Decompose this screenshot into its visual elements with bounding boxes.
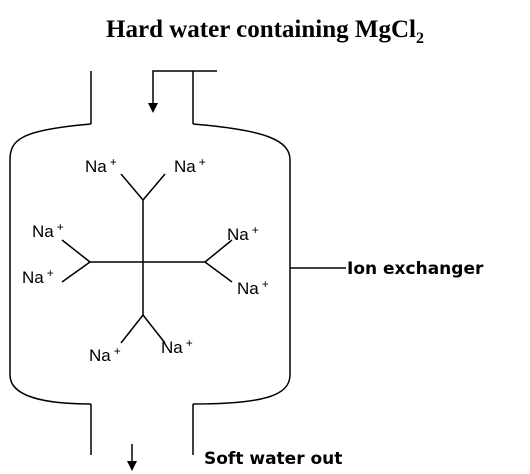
sodium-ion-label-bottom-left: Na+ — [89, 344, 121, 365]
sodium-ion-label-right-lower: Na+ — [237, 277, 269, 298]
vessel-left-wall — [9, 123, 92, 405]
sodium-ion-label-top-right: Na+ — [174, 155, 206, 176]
title-text: Hard water containing MgCl — [106, 16, 416, 43]
sodium-ion-label-left-lower: Na+ — [22, 266, 54, 287]
sodium-ion-label-top-left: Na+ — [85, 155, 117, 176]
inlet-arrow — [148, 70, 217, 113]
resin-structure — [61, 173, 233, 344]
diagram-title: Hard water containing MgCl2 — [0, 16, 530, 48]
sodium-ion-label-left-upper: Na+ — [32, 220, 64, 241]
soft-water-out-label: Soft water out — [204, 449, 342, 469]
sodium-ion-label-bottom-right: Na+ — [161, 336, 193, 357]
sodium-ion-label-right-upper: Na+ — [227, 223, 259, 244]
ion-exchanger-label: Ion exchanger — [347, 259, 484, 279]
title-subscript: 2 — [415, 30, 424, 47]
